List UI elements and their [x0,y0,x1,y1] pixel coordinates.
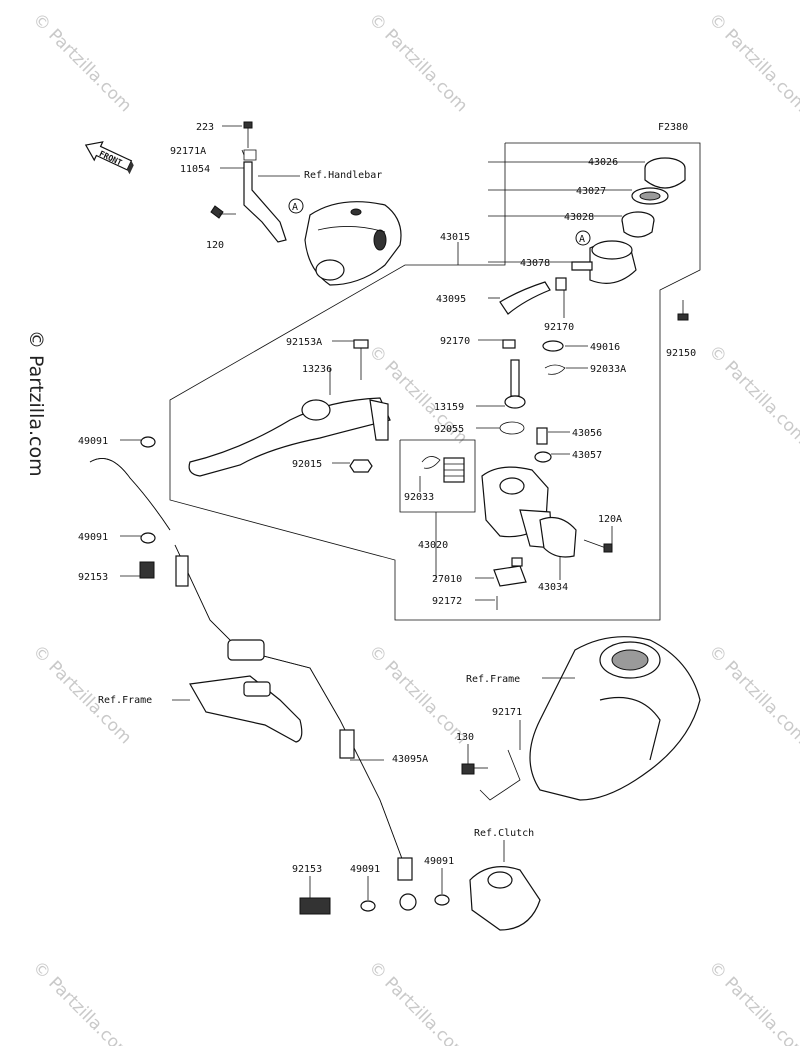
ref-frame-left-label: Ref.Frame [98,695,152,706]
ref-frame-right-label: Ref.Frame [466,674,520,685]
watermark: © Partzilla.com [364,957,471,1046]
diaphragm-plate-43027 [631,187,669,205]
frame-right [529,636,701,801]
watermark: © Partzilla.com [364,9,471,116]
part-label-120[interactable]: 120 [206,240,224,251]
front-arrow-icon: FRONT [84,141,134,175]
ref-clutch-label: Ref.Clutch [474,828,534,839]
clamp-43034 [539,517,577,558]
part-label-92033[interactable]: 92033 [404,492,434,503]
watermark: © Partzilla.com [704,341,800,448]
watermark: © Partzilla.com [28,957,135,1046]
diaphragm-43028 [621,211,655,238]
o-ring-92055 [499,421,525,435]
part-label-92153[interactable]: 92153 [78,572,108,583]
bolt-223 [243,121,253,148]
part-label-92170[interactable]: 92170 [544,322,574,333]
part-label-43034[interactable]: 43034 [538,582,568,593]
reservoir-43078 [571,240,637,284]
part-label-43020[interactable]: 43020 [418,540,448,551]
leader-lines [120,125,645,900]
nut-92015 [349,459,373,473]
part-label-49091[interactable]: 49091 [78,436,108,447]
washers-49091 [140,436,450,912]
part-label-92015[interactable]: 92015 [292,459,322,470]
part-label-43078[interactable]: 43078 [520,258,550,269]
bleeder-43056 [536,427,548,445]
bolt-120 [210,205,236,219]
part-label-49091[interactable]: 49091 [78,532,108,543]
part-label-11054[interactable]: 11054 [180,164,210,175]
part-label-43026[interactable]: 43026 [588,157,618,168]
handlebar-switch-housing [304,201,402,286]
callout-a-right: A [575,230,591,246]
part-label-223[interactable]: 223 [196,122,214,133]
part-label-92055[interactable]: 92055 [434,424,464,435]
part-label-43095[interactable]: 43095 [436,294,466,305]
frame-left [189,675,303,743]
watermark: © Partzilla.com [704,9,800,116]
part-label-13236[interactable]: 13236 [302,364,332,375]
bolt-130 [461,763,488,775]
part-label-43028[interactable]: 43028 [564,212,594,223]
switch-27010 [493,557,527,587]
reservoir-cap-43026 [644,157,686,189]
part-label-27010[interactable]: 27010 [432,574,462,585]
callout-letter: A [292,202,298,213]
mirror-bracket-11054 [243,149,287,243]
piston-kit-92033 [421,456,465,483]
part-label-49091[interactable]: 49091 [424,856,454,867]
hose-clip-92170 [502,277,567,349]
watermark: © Partzilla.com [704,957,800,1046]
screw-92150 [677,300,689,321]
bleeder-cap-43057 [534,451,552,463]
part-label-130[interactable]: 130 [456,732,474,743]
circlip-92033A [544,364,566,375]
part-label-43056[interactable]: 43056 [572,428,602,439]
part-label-92172[interactable]: 92172 [432,596,462,607]
part-label-92170[interactable]: 92170 [440,336,470,347]
part-label-43095A[interactable]: 43095A [392,754,428,765]
part-label-43015[interactable]: 43015 [440,232,470,243]
push-rod-13159 [504,359,526,409]
pivot-bolt-92153A [353,339,369,380]
diagram-code: F2380 [658,122,688,133]
master-cylinder-body [481,466,553,549]
watermark: © Partzilla.com [704,641,800,748]
part-label-92153A[interactable]: 92153A [286,337,322,348]
bracket-92171 [479,749,521,801]
part-label-92171A[interactable]: 92171A [170,146,206,157]
part-label-13159[interactable]: 13159 [434,402,464,413]
part-label-49091[interactable]: 49091 [350,864,380,875]
reservoir-hose-43095 [499,281,551,315]
assembly-43015-outline [169,142,701,621]
watermark-vertical: © Partzilla.com [25,330,47,477]
washer-49016 [542,340,564,352]
clutch-lever-13236 [188,397,391,477]
part-label-43057[interactable]: 43057 [572,450,602,461]
ref-handlebar-label: Ref.Handlebar [304,170,382,181]
bolt-120A [583,539,613,553]
part-label-49016[interactable]: 49016 [590,342,620,353]
part-label-92171[interactable]: 92171 [492,707,522,718]
part-label-92033A[interactable]: 92033A [590,364,626,375]
callout-a-left: A [288,198,304,214]
clutch-release-cylinder [469,866,541,931]
banjo-bolt-92153 [139,561,331,915]
part-label-92153[interactable]: 92153 [292,864,322,875]
callout-letter: A [579,234,585,245]
watermark: © Partzilla.com [28,9,135,116]
assembly-43020-outline [399,439,476,513]
part-label-92150[interactable]: 92150 [666,348,696,359]
part-label-120A[interactable]: 120A [598,514,622,525]
part-label-43027[interactable]: 43027 [576,186,606,197]
clutch-hose-43095A [89,458,413,881]
